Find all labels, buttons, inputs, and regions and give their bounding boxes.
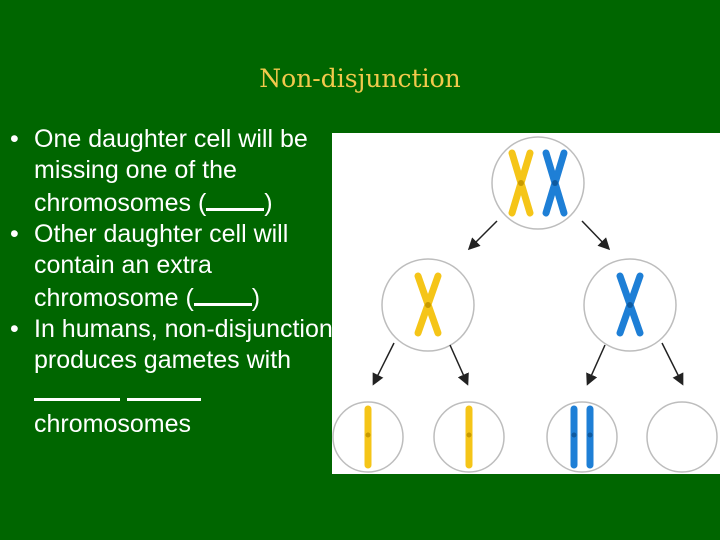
bullet-text: In humans, non-disjunction produces game… xyxy=(34,315,333,374)
bullet-text: One daughter cell will be missing one of… xyxy=(34,125,308,217)
arrow-icon xyxy=(449,344,469,386)
bullet-text: Other daughter cell will contain an extr… xyxy=(34,220,289,312)
fill-in-blank xyxy=(34,376,120,401)
diagram-svg xyxy=(332,136,718,473)
bullet-dot: • xyxy=(10,125,19,153)
slide-title: Non-disjunction xyxy=(259,64,461,93)
bullet-item: • One daughter cell will be missing one … xyxy=(10,124,340,219)
chromosome-single-yellow xyxy=(364,405,372,469)
arrow-icon xyxy=(467,220,498,251)
bullet-dot: • xyxy=(10,220,19,248)
bullet-text xyxy=(120,379,127,407)
arrow-icon xyxy=(581,220,611,251)
bullet-item: • Other daughter cell will contain an ex… xyxy=(10,219,340,314)
bullet-dot: • xyxy=(10,315,19,343)
bullet-text: ) xyxy=(251,284,261,312)
parent-cell xyxy=(491,136,585,230)
fill-in-blank xyxy=(193,281,252,306)
chromosome-x-yellow xyxy=(508,149,534,217)
fill-in-blank xyxy=(206,186,265,211)
nondisjunction-diagram xyxy=(332,133,720,474)
bullet-list: • One daughter cell will be missing one … xyxy=(10,124,340,440)
arrow-icon xyxy=(661,342,684,386)
chromosome-x-blue xyxy=(542,149,568,217)
arrow-icon xyxy=(586,344,606,386)
chromosome-x-blue xyxy=(616,272,644,337)
chromosome-single-yellow xyxy=(465,405,473,469)
gamete-cell-empty xyxy=(646,401,718,473)
bullet-item: • In humans, non-disjunction produces ga… xyxy=(10,314,340,440)
fill-in-blank xyxy=(126,376,201,401)
chromosome-x-yellow xyxy=(414,272,442,337)
bullet-text: ) xyxy=(264,189,273,217)
bullet-text: chromosomes xyxy=(34,410,191,438)
chromosome-pair-blue xyxy=(570,405,594,469)
arrow-icon xyxy=(372,342,395,386)
gamete-cell xyxy=(546,401,618,473)
